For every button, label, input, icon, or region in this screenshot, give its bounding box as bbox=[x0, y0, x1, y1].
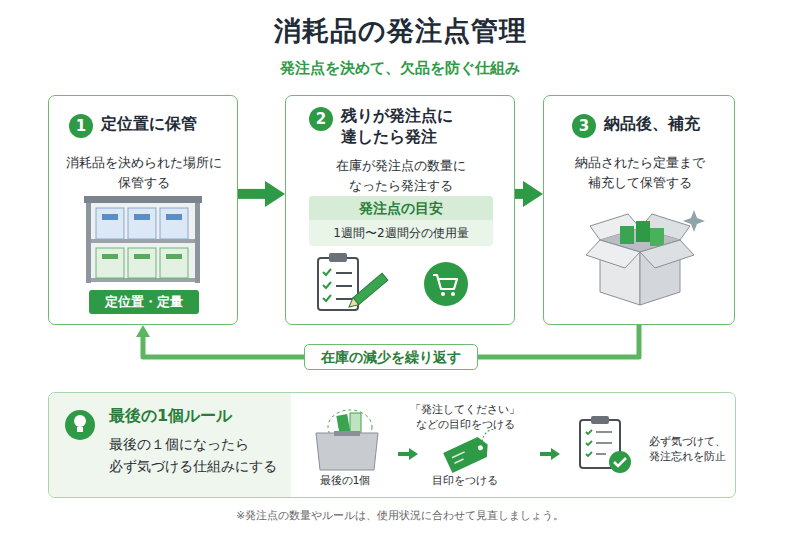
process-box: 納品後、補充納品されたら定量まで 補充して保管する 3 bbox=[543, 95, 735, 325]
panel-heading: 最後の1個ルール bbox=[109, 405, 289, 427]
process-box: 残りが発注点に 達したら発注在庫が発注点の数量に なったら発注する 2 発注点の目安… bbox=[285, 95, 515, 325]
box-heading: 納品後、補充 bbox=[604, 113, 724, 134]
step-number: 2 bbox=[309, 107, 333, 131]
flow-arrow bbox=[238, 189, 265, 199]
box-heading: 定位置に保管 bbox=[101, 113, 231, 134]
box-body: 消耗品を決められた場所に 保管する bbox=[59, 153, 229, 193]
rule-panel: 最後の1個ルール最後の１個になったら 必ず気づける仕組みにする bbox=[48, 392, 736, 498]
illustration-label: 目印をつける bbox=[420, 473, 510, 488]
result-label: 必ず気づけて、 発注忘れを防止 bbox=[640, 434, 735, 464]
subtitle: 発注点を決めて、欠品を防ぐ仕組み bbox=[0, 58, 800, 78]
illustration-label: 最後の1個 bbox=[305, 473, 385, 488]
footnote: ※発注点の数量やルールは、使用状況に合わせて見直しましょう。 bbox=[0, 508, 800, 523]
callout-number: 3 bbox=[572, 114, 596, 138]
step-number: 3 bbox=[572, 114, 596, 138]
callout-number: 1 bbox=[69, 114, 93, 138]
tag-band: 定位置・定量 bbox=[89, 290, 199, 314]
flow-arrow bbox=[515, 189, 523, 199]
guide-body: 1週間〜2週間分の使用量 bbox=[309, 224, 493, 242]
illustration-label: 「発注してください」 などの目印をつける bbox=[400, 402, 530, 432]
box-heading: 残りが発注点に 達したら発注 bbox=[341, 105, 467, 147]
edge-label: 在庫の減少を繰り返す bbox=[304, 344, 478, 370]
box-body: 納品されたら定量まで 補充して保管する bbox=[560, 153, 720, 193]
guide-box: 発注点の目安 1週間〜2週間分の使用量 bbox=[309, 196, 493, 246]
panel-body: 最後の１個になったら 必ず気づける仕組みにする bbox=[109, 433, 294, 477]
callout-number: 2 bbox=[309, 107, 333, 131]
step-number: 1 bbox=[69, 114, 93, 138]
guide-heading: 発注点の目安 bbox=[309, 196, 493, 220]
box-body: 在庫が発注点の数量に なったら発注する bbox=[321, 156, 481, 196]
process-box: 定位置に保管消耗品を決められた場所に 保管する 1 定位置・定量 bbox=[48, 95, 238, 325]
band-text: 定位置・定量 bbox=[89, 290, 199, 314]
diagram-title: 消耗品の発注点管理 bbox=[0, 14, 800, 48]
